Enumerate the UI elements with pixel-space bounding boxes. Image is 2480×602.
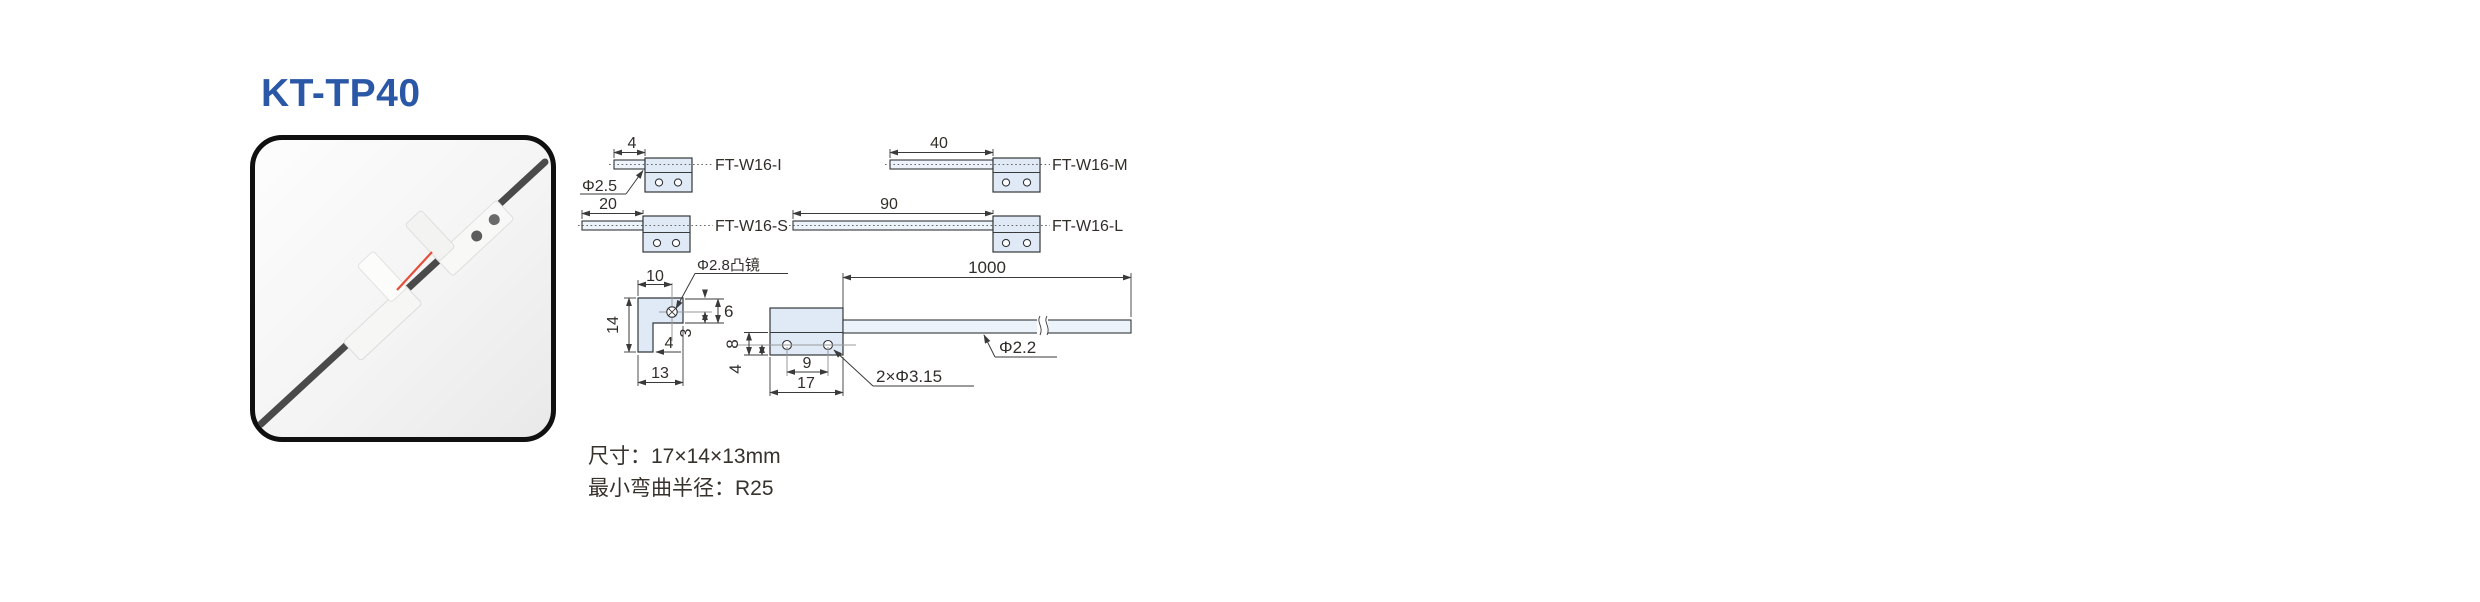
dim-tip-length-m: 40 [930, 135, 948, 152]
right-sensor-head [405, 200, 514, 276]
light-beam [396, 251, 433, 291]
variant-label-s: FT-W16-S [715, 218, 788, 235]
dim-depth: 13 [651, 365, 669, 382]
spec-text: 尺寸：17×14×13mm 最小弯曲半径：R25 [588, 441, 781, 505]
dim-tip-length-i: 4 [628, 135, 637, 152]
callout-lens: Φ2.8凸镜 [697, 256, 760, 274]
dim-height: 14 [605, 316, 622, 334]
dim-hole-top: 8 [723, 339, 742, 348]
side-view: 10 Φ2.8凸镜 14 6 3 4 13 [605, 256, 788, 386]
variant-label-i: FT-W16-I [715, 157, 782, 174]
mount-hole [471, 230, 483, 242]
variant-ft-w16-l: 90 FT-W16-L [789, 196, 1123, 253]
mount-hole [488, 214, 500, 226]
spec-bend-radius: 最小弯曲半径：R25 [588, 477, 774, 500]
front-view: 8 4 9 17 1000 Φ2.2 2×Φ3.15 [723, 258, 1132, 396]
variant-ft-w16-s: 20 FT-W16-S [578, 196, 788, 253]
variant-ft-w16-i: 4 FT-W16-I Φ2.5 [580, 135, 782, 195]
callout-cable-diameter: Φ2.2 [999, 338, 1036, 357]
fiber-cable-drawing [842, 319, 1132, 334]
variant-label-m: FT-W16-M [1052, 157, 1128, 174]
dim-arm-thickness: 6 [724, 302, 733, 321]
callout-tip-diameter: Φ2.5 [582, 178, 617, 195]
dim-leg-width: 4 [665, 335, 674, 352]
dim-cable-length: 1000 [968, 258, 1006, 277]
dim-lens-offset: 3 [678, 328, 695, 337]
callout-mounting-holes: 2×Φ3.15 [876, 367, 942, 386]
dim-hole-bottom: 4 [726, 364, 745, 373]
dim-tip-length-s: 20 [599, 196, 617, 213]
variant-label-l: FT-W16-L [1052, 218, 1123, 235]
product-photo-art [257, 158, 549, 428]
product-photo [250, 135, 556, 442]
spec-size: 尺寸：17×14×13mm [588, 445, 781, 468]
left-sensor-head [343, 251, 422, 361]
dim-width: 17 [797, 375, 815, 392]
dim-tip-length-l: 90 [880, 196, 898, 213]
technical-drawing: 4 FT-W16-I Φ2.5 40 FT-W16-M [578, 135, 1132, 396]
variant-ft-w16-m: 40 FT-W16-M [885, 135, 1128, 193]
dim-hole-pitch: 9 [803, 355, 812, 372]
dim-top-width: 10 [646, 268, 664, 285]
page-title: KT-TP40 [261, 72, 421, 115]
